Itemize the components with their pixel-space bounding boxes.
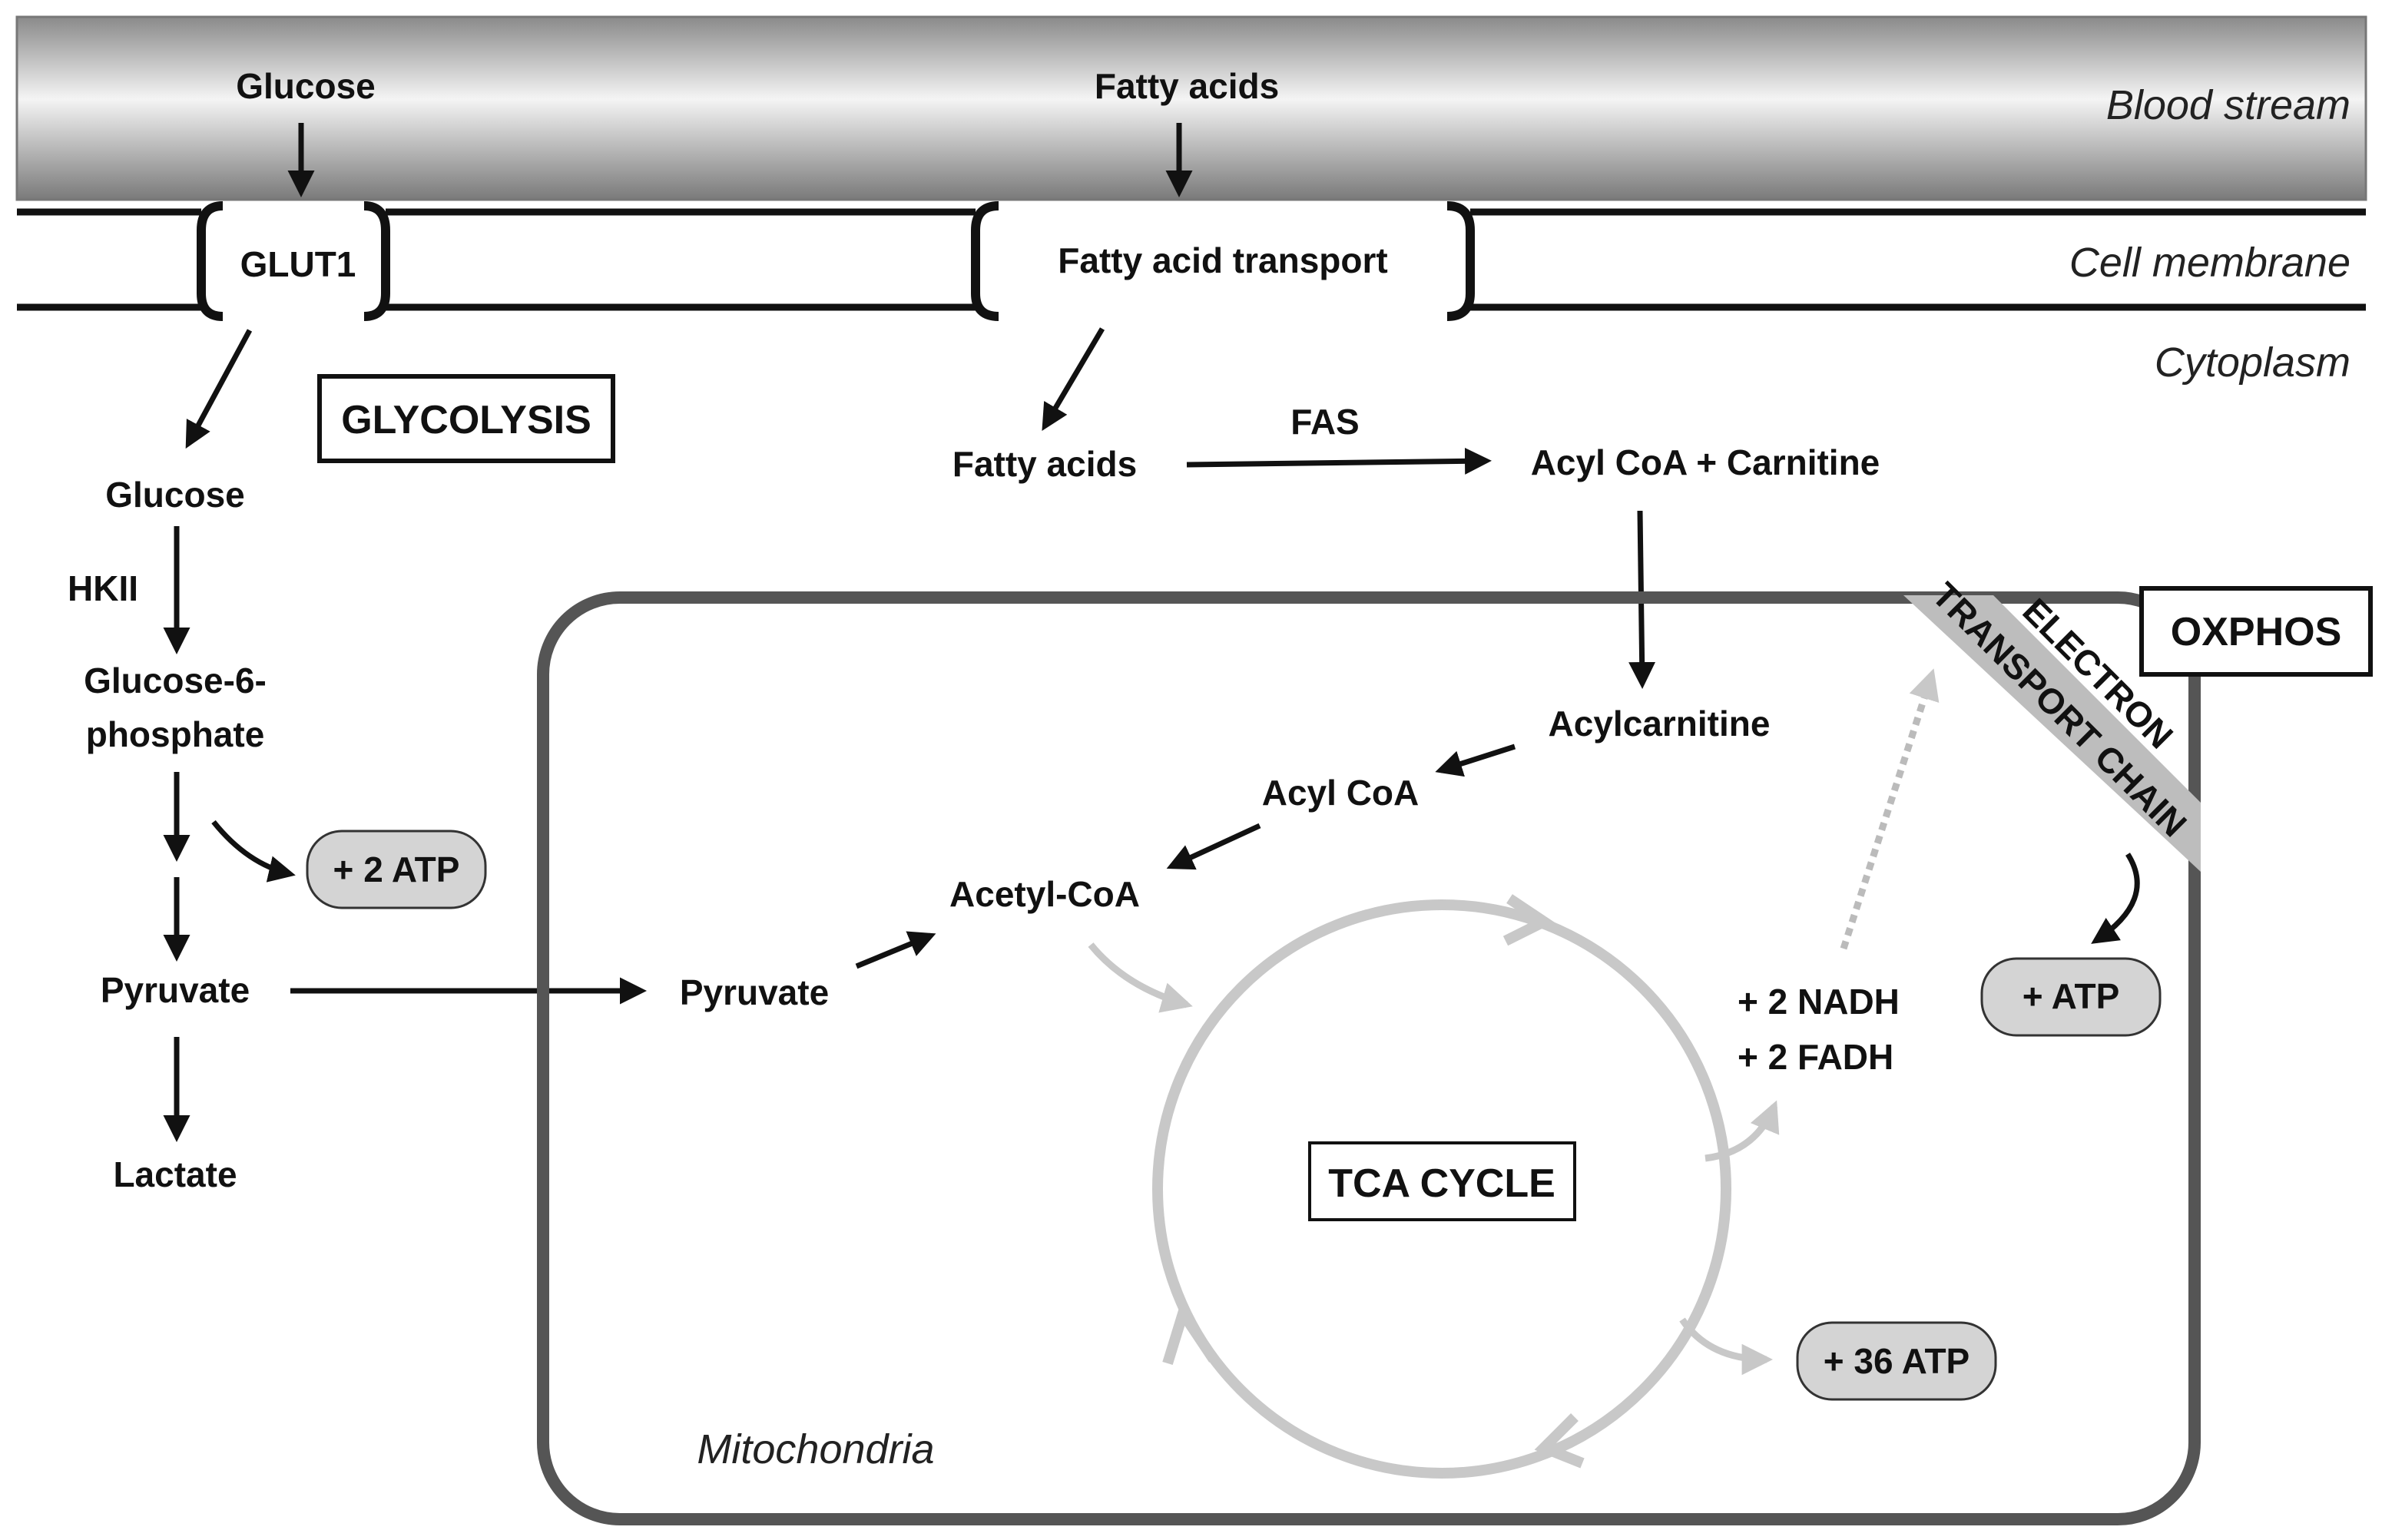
cyto-pyruvate-label: Pyruvate [101,970,250,1010]
pyruvate-to-acetyl-coa-arrow [855,931,936,969]
tca-atp-badge: + 36 ATP [1796,1321,1997,1401]
acyl-coa-to-acetyl-coa-arrow [1166,823,1261,870]
tca-cycle-ring [1152,899,1731,1479]
nadh-label: + 2 NADH [1738,982,1900,1022]
oxphos-atp-badge: + ATP [1980,957,2162,1037]
glycolysis-atp-label: + 2 ATP [333,849,460,889]
fatty-acid-transporter: Fatty acid transport [971,201,1475,321]
fatty-acid-transport-label: Fatty acid transport [1058,240,1387,280]
glut1-to-glucose-arrow [185,329,253,449]
glycolysis-atp-badge: + 2 ATP [306,830,487,909]
fadh-label: + 2 FADH [1738,1037,1893,1077]
glut1-label: GLUT1 [240,244,356,284]
mito-pyruvate-label: Pyruvate [680,972,829,1012]
tca-cycle-arrowhead-left [1162,1300,1218,1366]
acylcarnitine-label: Acylcarnitine [1549,704,1771,744]
glut1-transporter: GLUT1 [197,201,390,321]
fas-label: FAS [1290,402,1359,442]
cyto-glucose-label: Glucose [105,475,245,515]
blood-stream-band [15,15,2367,201]
oxphos-title-box: OXPHOS [2139,586,2373,677]
oxphos-atp-label: + ATP [2023,976,2120,1016]
nadh-to-etc-dotted-arrow [1840,668,1940,950]
tca-atp-label: + 36 ATP [1824,1341,1970,1381]
lactate-label: Lactate [113,1154,237,1194]
tca-cycle-arrowhead-bottom [1534,1413,1585,1469]
tca-title: TCA CYCLE [1328,1161,1555,1206]
tca-to-nadh-arrow [1705,1100,1780,1162]
tca-cycle-arrowhead-top [1502,894,1555,946]
mitochondria-compartment [537,591,2201,1525]
g6p-label-line1: Glucose-6- [84,661,267,700]
acylcarnitine-to-acyl-coa-arrow [1435,744,1516,777]
g6p-label-line2: phosphate [86,714,265,754]
etc-to-atp-arrow [2091,853,2140,944]
acyl-coa-carnitine-label: Acyl CoA + Carnitine [1531,442,1880,482]
hkii-label: HKII [68,568,138,608]
acetyl-coa-to-tca-arrow [1088,942,1193,1013]
tca-to-36atp-arrow [1679,1317,1774,1376]
tca-cycle: TCA CYCLE [1152,894,1731,1479]
fat-transport-to-fatty-acids-arrow [1042,327,1105,432]
mitochondria-label: Mitochondria [697,1426,934,1472]
cell-membrane-label: Cell membrane [2069,240,2351,286]
atp-curved-arrow [211,820,296,883]
fas-arrow [1186,447,1492,475]
oxphos-title: OXPHOS [2171,610,2342,654]
tca-title-box: TCA CYCLE [1308,1141,1576,1221]
blood-stream-label: Blood stream [2106,82,2351,128]
glycolysis-title: GLYCOLYSIS [341,398,591,442]
mito-acyl-coa-label: Acyl CoA [1262,773,1419,813]
acetyl-coa-label: Acetyl-CoA [949,874,1140,914]
cyto-fatty-acids-label: Fatty acids [952,444,1137,484]
glycolysis-title-box: GLYCOLYSIS [317,374,615,463]
cytoplasm-label: Cytoplasm [2155,339,2351,386]
blood-glucose-label: Glucose [236,66,376,106]
blood-fatty-acids-label: Fatty acids [1095,66,1279,106]
